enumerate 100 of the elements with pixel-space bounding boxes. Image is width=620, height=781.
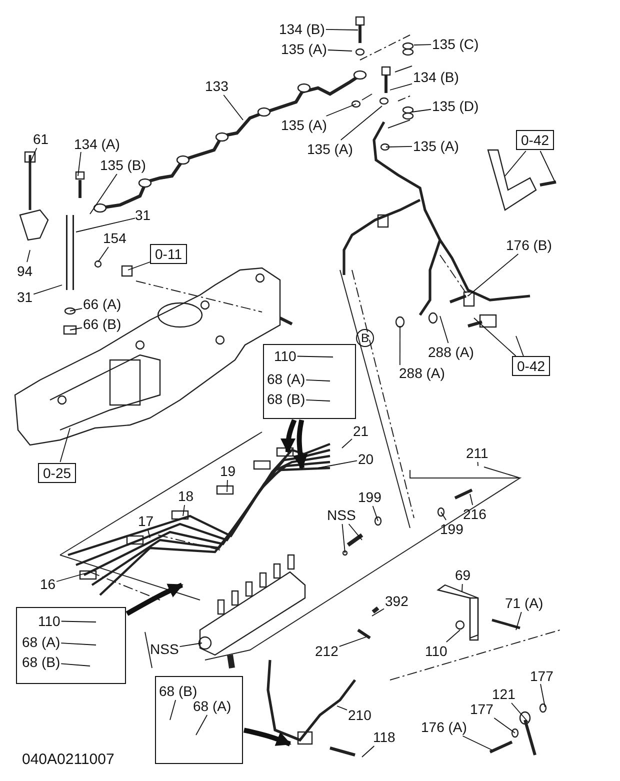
inset-panel [263,344,356,419]
leader-line [511,702,528,722]
callout-number: 392 [385,593,408,609]
callout-number: 216 [463,506,486,522]
leader-line [440,512,446,520]
callout-number: 118 [373,729,396,745]
callout-number: 134 (A) [74,136,120,152]
reference-number: 0-25 [38,463,76,483]
leader-line [372,506,378,522]
inset-panel [155,676,243,764]
leader-line [414,44,432,46]
leader-line [60,663,90,666]
callout-number: 133 [205,78,228,94]
callout-number: 134 (B) [413,69,459,85]
leader-line [326,104,356,116]
leader-line [182,504,185,516]
leader-line [468,254,519,296]
callout-number: 135 (A) [307,141,353,157]
callout-number: 31 [135,207,151,223]
leader-line [148,530,150,538]
callout-number: 211 [466,445,488,461]
callout-number: 19 [220,463,236,479]
callout-number: 69 [455,567,471,583]
callout-number: 288 (A) [428,344,474,360]
callout-number: 135 (A) [281,41,327,57]
leader-line [399,326,400,366]
leader-line [440,316,449,344]
leader-line [390,83,412,90]
callout-number: 176 (A) [421,719,467,735]
callout-number: 61 [33,131,49,147]
callout-number: 68 (A) [267,371,306,387]
leader-line [516,612,522,630]
callout-number: 110 [425,643,448,659]
leader-line [306,379,330,382]
leader-line [56,572,90,582]
reference-number: 0-42 [516,130,554,150]
leader-line [60,620,96,622]
leader-line [386,146,412,148]
callout-number: 134 (B) [279,21,325,37]
leader-line [226,480,228,492]
leader-line [342,524,346,554]
callout-number: 288 (A) [399,365,445,381]
pointer-arrow [243,728,292,746]
leader-line [196,714,208,736]
leader-line [336,706,348,710]
leader-line [30,148,38,164]
callout-number: 66 (A) [83,296,122,312]
callout-number: 68 (B) [22,654,60,670]
callout-number: 121 [492,686,516,702]
callout-number: 135 (A) [413,138,459,154]
leader-line [446,630,460,642]
leader-line [170,700,176,720]
leader-line [296,356,334,358]
callout-number: 177 [470,701,494,717]
leader-line [78,152,82,176]
inset-panel [16,607,126,684]
leader-line [327,50,352,52]
callout-number: 210 [348,707,372,723]
leader-line [362,746,375,758]
callout-number: 68 (B) [267,391,306,407]
leader-line [540,150,556,182]
leader-line [128,262,150,270]
leader-line [462,584,463,592]
callout-number: 18 [178,488,194,504]
callout-number: 135 (D) [432,98,479,114]
leader-line [540,684,546,708]
leader-line [340,106,382,140]
leader-line [474,318,516,356]
leader-line [342,438,352,448]
callout-number: 68 (A) [193,698,232,714]
callout-number: 212 [315,643,338,659]
leader-line [98,246,109,262]
callout-number: 21 [353,423,369,439]
leader-line [223,94,244,120]
leader-line [338,636,366,647]
callout-number: 31 [17,289,33,305]
callout-number: 154 [103,230,126,246]
callout-number: 110 [274,348,296,364]
callout-number: 68 (B) [159,683,198,699]
callout-number: 199 [358,489,382,505]
pointer-arrow [126,582,184,616]
callout-number: 177 [530,668,554,684]
reference-number: 0-11 [150,244,187,264]
leader-line [494,718,516,734]
leader-line [412,108,432,112]
pointer-arrow [292,420,308,470]
callout-number: 16 [40,576,56,592]
leader-line [26,250,30,262]
leader-line [179,642,202,647]
leader-line [348,524,362,540]
callout-number: NSS [150,641,179,657]
leader-line [372,608,384,616]
leader-line [462,736,492,750]
callout-number: 135 (C) [432,36,479,52]
callout-number: 199 [440,521,464,537]
leader-line [33,284,62,295]
leader-line [470,494,474,506]
callout-number: 135 (B) [100,157,146,173]
leader-line [516,336,524,356]
leader-line [90,174,118,214]
